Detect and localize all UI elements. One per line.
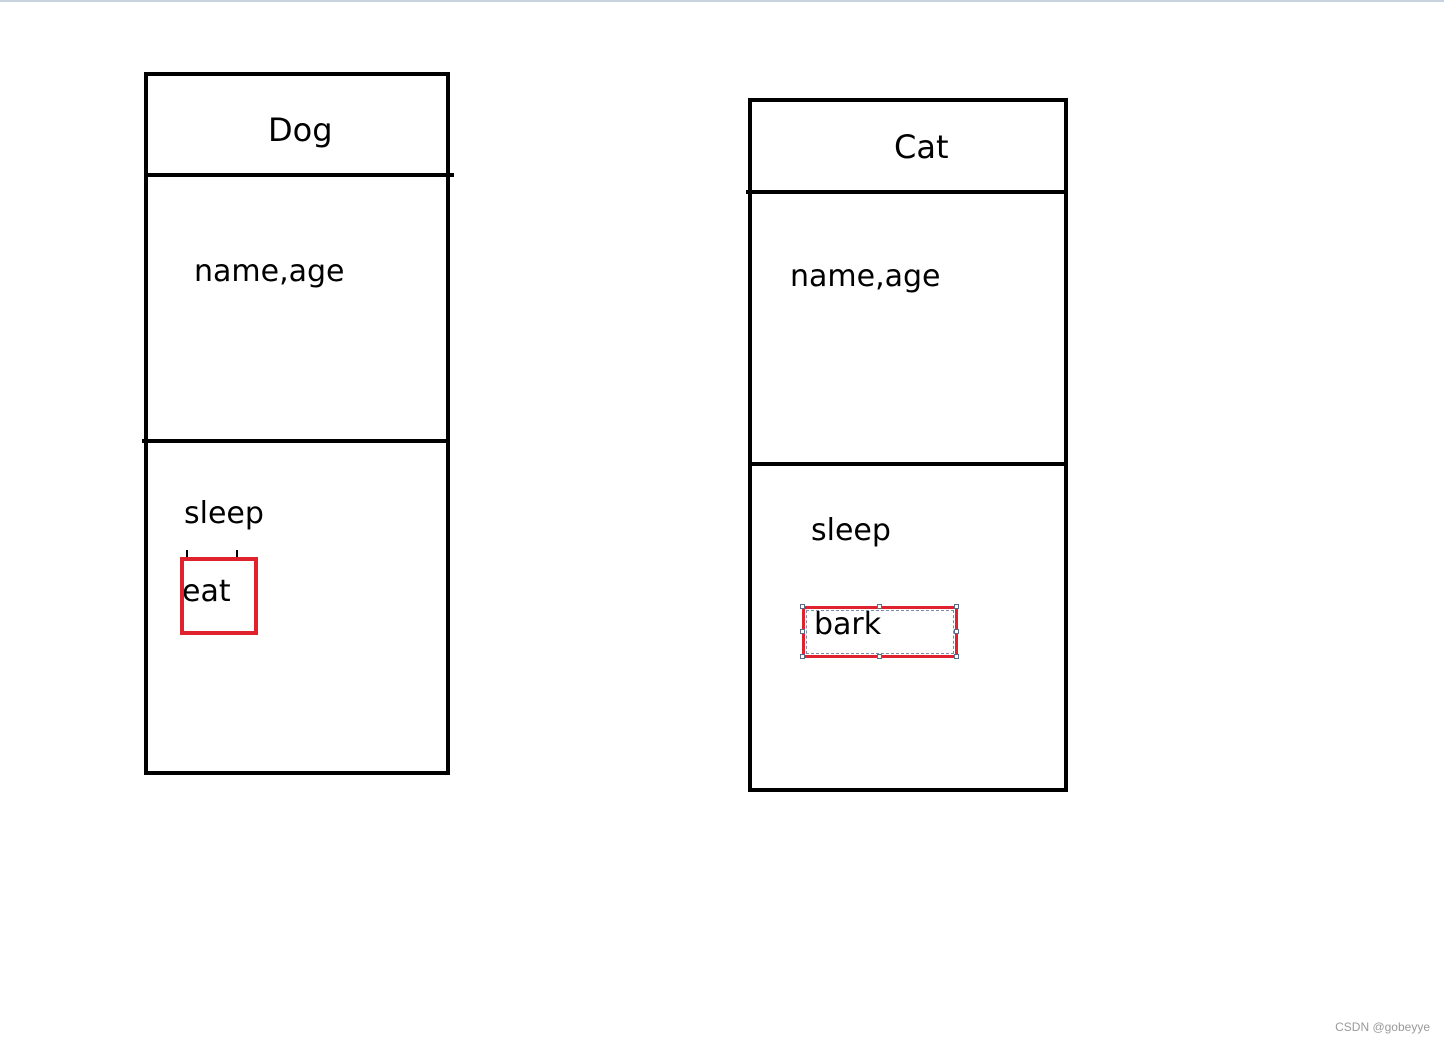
- dog-class-name: Dog: [268, 111, 333, 149]
- stray-text-fragment: [186, 550, 238, 558]
- dog-header-divider: [144, 173, 454, 177]
- cat-class-name: Cat: [894, 128, 949, 166]
- selection-handle[interactable]: [954, 629, 959, 634]
- selection-handle[interactable]: [800, 604, 805, 609]
- dog-attributes: name,age: [194, 254, 345, 289]
- watermark: CSDN @gobeyye: [1335, 1020, 1430, 1034]
- cat-method-bark: bark: [814, 607, 882, 642]
- dog-method-sleep: sleep: [184, 496, 264, 531]
- selection-handle[interactable]: [800, 629, 805, 634]
- cat-bark-selection[interactable]: [802, 606, 958, 658]
- selection-handle[interactable]: [954, 604, 959, 609]
- window-top-border: [0, 0, 1444, 2]
- dog-method-eat: eat: [182, 574, 231, 609]
- selection-handle[interactable]: [800, 654, 805, 659]
- selection-handle[interactable]: [954, 654, 959, 659]
- cat-header-divider: [746, 190, 1064, 194]
- cat-method-sleep: sleep: [811, 513, 891, 548]
- cat-attributes: name,age: [790, 259, 941, 294]
- selection-handle[interactable]: [877, 604, 882, 609]
- dog-class-box: [144, 72, 450, 775]
- dog-methods-divider: [142, 439, 448, 443]
- cat-class-box: [748, 98, 1068, 792]
- selection-handle[interactable]: [877, 654, 882, 659]
- dog-eat-highlight: [180, 557, 258, 635]
- cat-methods-divider: [748, 462, 1066, 466]
